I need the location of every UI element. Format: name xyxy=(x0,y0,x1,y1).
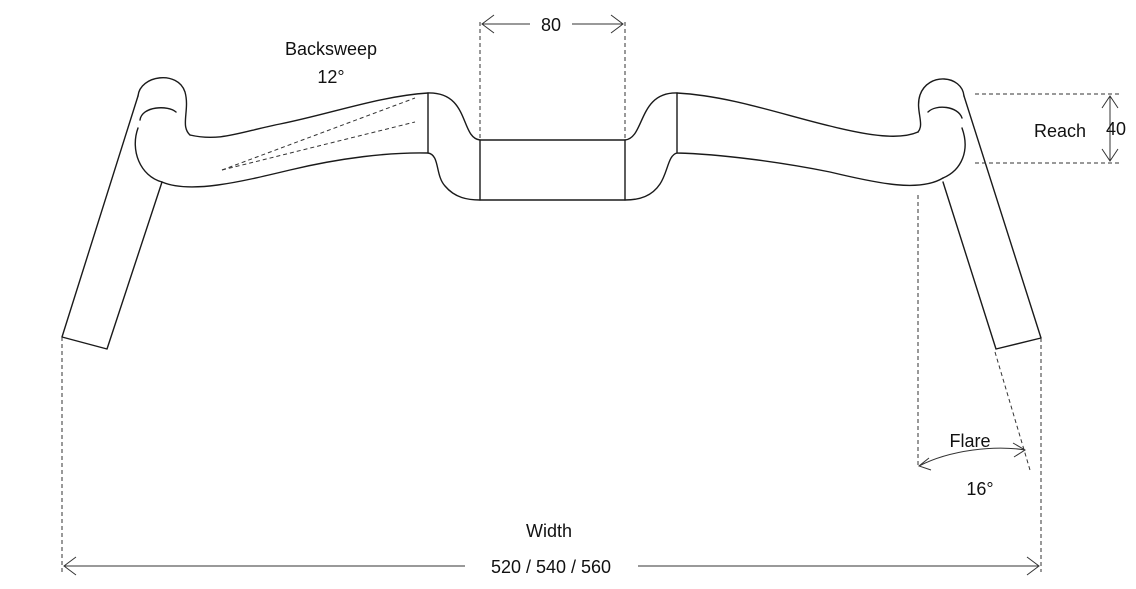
left-hook xyxy=(134,77,191,183)
backsweep-annotation: Backsweep 12° xyxy=(221,39,416,171)
right-drop xyxy=(942,95,1042,350)
width-title: Width xyxy=(526,521,572,541)
flare-annotation: Flare 16° xyxy=(917,195,1031,499)
flare-value: 16° xyxy=(966,479,993,499)
right-wing xyxy=(676,92,944,187)
left-drop xyxy=(61,95,163,350)
reach-dimension: Reach 40 xyxy=(975,93,1126,164)
backsweep-value: 12° xyxy=(317,67,344,87)
backsweep-title: Backsweep xyxy=(285,39,377,59)
handlebar-outline xyxy=(61,77,1042,350)
left-bend xyxy=(427,92,481,201)
right-hook xyxy=(917,78,966,179)
left-wing xyxy=(161,92,429,188)
reach-title: Reach xyxy=(1034,121,1086,141)
right-bend xyxy=(624,92,678,201)
stem-clamp-value: 80 xyxy=(541,15,561,35)
stem-clamp-dimension: 80 xyxy=(479,14,626,140)
flare-title: Flare xyxy=(949,431,990,451)
width-value: 520 / 540 / 560 xyxy=(491,557,611,577)
width-dimension: Width 520 / 540 / 560 xyxy=(61,337,1042,577)
reach-value: 40 xyxy=(1106,119,1126,139)
center-clamp xyxy=(479,139,626,201)
